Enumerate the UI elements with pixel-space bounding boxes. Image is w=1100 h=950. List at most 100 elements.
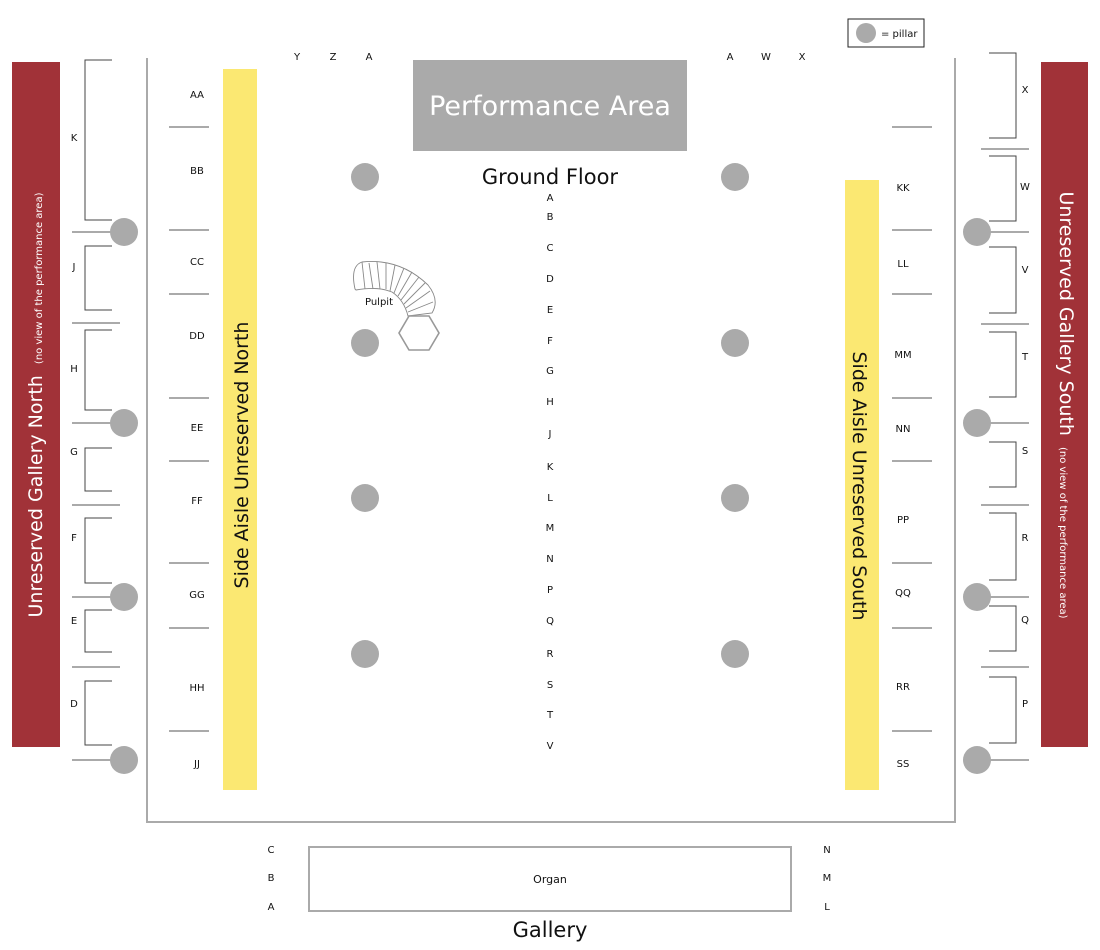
centre-row-label: N: [546, 554, 553, 565]
pillar-icon: [110, 746, 138, 774]
gallery-row-label: L: [824, 902, 830, 913]
gallery-row-label: N: [823, 845, 830, 856]
south-aisle-row-label: QQ: [895, 588, 911, 599]
organ-label: Organ: [533, 873, 567, 886]
pillar-icon: [963, 218, 991, 246]
gallery-row-label: B: [268, 873, 275, 884]
centre-row-label: A: [547, 193, 554, 204]
gallery-row-label: M: [823, 873, 832, 884]
gallery-south-label: Unreserved Gallery South: [1055, 191, 1077, 435]
top-row-label: X: [799, 52, 806, 63]
pillar-icon: [351, 484, 379, 512]
gallery-bay-bracket: [84, 245, 112, 311]
gallery-bay-label: Q: [1021, 615, 1029, 626]
performance-area[interactable]: Performance Area: [413, 60, 687, 151]
gallery-bay-bracket: [84, 517, 112, 584]
side-aisle-north[interactable]: Side Aisle Unreserved North: [223, 69, 257, 790]
top-row-label: A: [727, 52, 734, 63]
pillar-icon: [110, 218, 138, 246]
centre-row-label: K: [547, 462, 554, 473]
gallery-bay-bracket: [989, 605, 1017, 652]
north-aisle-row-label: GG: [189, 590, 205, 601]
top-row-labels: Y Z A A W X: [293, 52, 806, 63]
side-aisle-south[interactable]: Side Aisle Unreserved South: [845, 180, 879, 790]
south-aisle-row-label: NN: [896, 424, 911, 435]
pulpit: Pulpit: [353, 261, 440, 351]
gallery-north[interactable]: Unreserved Gallery North (no view of the…: [12, 62, 60, 747]
north-aisle-row-label: CC: [190, 257, 204, 268]
top-row-label: A: [366, 52, 373, 63]
top-row-label: W: [761, 52, 771, 63]
gallery-south[interactable]: Unreserved Gallery South (no view of the…: [1041, 62, 1088, 747]
gallery-bay-bracket: [84, 329, 112, 411]
legend: = pillar: [847, 18, 925, 48]
pulpit-label: Pulpit: [365, 297, 393, 308]
gallery-bay-label: S: [1022, 446, 1028, 457]
gallery-bay-label: W: [1020, 182, 1030, 193]
svg-text:Unreserved Gallery North: Unreserved Gallery North (no view of the…: [25, 192, 47, 617]
pillar-icon: [351, 329, 379, 357]
gallery-row-label: A: [268, 902, 275, 913]
gallery-bay-label: P: [1022, 699, 1028, 710]
gallery-bay-bracket: [84, 609, 112, 653]
north-aisle-row-label: DD: [189, 331, 205, 342]
south-aisle-row-label: RR: [896, 682, 910, 693]
centre-row-label: M: [546, 523, 555, 534]
gallery-bay-bracket: [989, 512, 1017, 581]
pillar-icon: [856, 23, 876, 43]
gallery-north-label: Unreserved Gallery North: [25, 375, 47, 617]
gallery-bay-label: K: [71, 133, 78, 144]
gallery-bay-bracket: [989, 676, 1017, 744]
pillar-icon: [721, 163, 749, 191]
south-aisle-row-label: KK: [896, 183, 910, 194]
pillar-icon: [963, 409, 991, 437]
gallery-bay-label: X: [1022, 85, 1029, 96]
gallery-bay-bracket: [84, 680, 112, 746]
pillar-icon: [963, 746, 991, 774]
top-row-label: Y: [293, 52, 301, 63]
pulpit-hexagon-icon: [398, 315, 440, 351]
south-aisle-row-label: LL: [897, 259, 909, 270]
gallery-row-label: C: [268, 845, 275, 856]
north-aisle-row-label: EE: [191, 423, 204, 434]
pillar-icon: [110, 409, 138, 437]
south-aisle-row-label: MM: [894, 350, 911, 361]
centre-row-label: P: [547, 585, 553, 596]
pillar-icon: [721, 329, 749, 357]
south-aisle-row-label: PP: [897, 515, 909, 526]
centre-row-label: L: [547, 493, 553, 504]
interior-pillars: [351, 163, 749, 668]
ground-floor-title: Ground Floor: [482, 165, 619, 189]
centre-row-label: F: [547, 336, 553, 347]
gallery-bay-bracket: [84, 447, 112, 492]
gallery-bay-label: D: [70, 699, 78, 710]
north-aisle-row-label: BB: [190, 166, 204, 177]
gallery-bay-label: F: [71, 533, 77, 544]
gallery-bay-bracket: [989, 52, 1017, 139]
pulpit-stairs-icon: [353, 261, 436, 317]
centre-row-label: G: [546, 366, 554, 377]
pillar-icon: [351, 163, 379, 191]
gallery-bay-label: E: [71, 616, 77, 627]
rear-gallery: Organ Gallery C B A N M L: [268, 845, 832, 942]
centre-row-label: B: [547, 212, 554, 223]
gallery-bay-label: G: [70, 447, 78, 458]
pillar-icon: [351, 640, 379, 668]
gallery-bay-bracket: [989, 331, 1017, 398]
pillar-icon: [110, 583, 138, 611]
legend-label: = pillar: [881, 29, 918, 40]
svg-text:Unreserved Gallery South: Unreserved Gallery South (no view of the…: [1055, 191, 1077, 618]
gallery-bay-bracket: [84, 59, 112, 221]
organ: [308, 846, 792, 912]
centre-row-label: H: [546, 397, 554, 408]
performance-area-label: Performance Area: [429, 91, 671, 122]
centre-row-label: D: [546, 274, 554, 285]
pillar-icon: [963, 583, 991, 611]
gallery-bay-label: T: [1021, 352, 1029, 363]
side-aisle-south-label: Side Aisle Unreserved South: [848, 352, 870, 621]
